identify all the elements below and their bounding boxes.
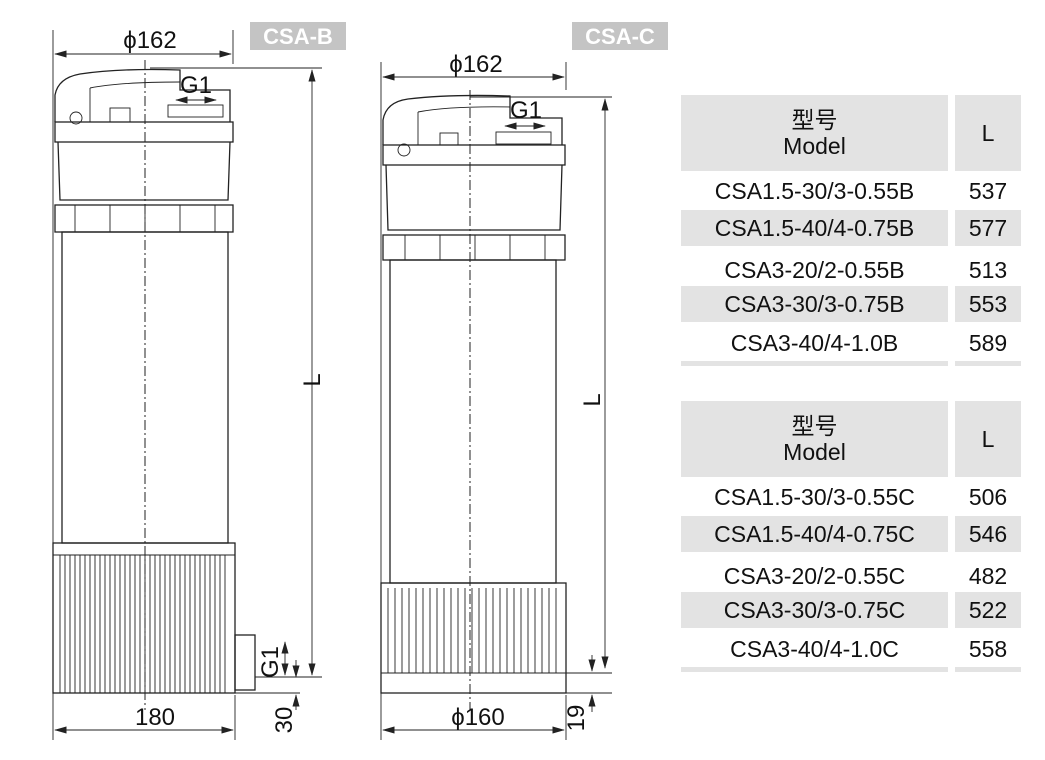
csa-b-drawing: CSA-B ϕ162 G1 L G1 30 <box>52 22 346 740</box>
csa-b-length-label: L <box>299 373 326 386</box>
l-cell: 558 <box>968 635 1008 662</box>
csa-c-bottom-offset: 19 <box>563 705 590 732</box>
table-row: CSA3-40/4-1.0B 589 <box>681 325 1021 361</box>
table-row: CSA3-40/4-1.0C 558 <box>681 631 1021 667</box>
csa-b-base-width: 180 <box>135 704 175 731</box>
table-row: CSA3-20/2-0.55B 513 <box>681 252 1021 288</box>
csa-b-bottom-offset: 30 <box>271 707 298 734</box>
csa-b-side-outlet: G1 <box>257 646 284 678</box>
l-cell: 522 <box>955 592 1021 628</box>
model-cell: CSA1.5-30/3-0.55B <box>714 177 915 204</box>
model-cell: CSA1.5-40/4-0.75B <box>681 210 948 246</box>
l-cell: 482 <box>968 562 1008 589</box>
model-cell: CSA3-20/2-0.55C <box>723 562 906 589</box>
csa-c-drawing: CSA-C ϕ162 G1 L 19 ϕ160 <box>380 22 668 740</box>
l-cell: 589 <box>968 329 1008 356</box>
header-model-en: Model <box>783 133 846 159</box>
l-cell: 553 <box>955 286 1021 322</box>
model-cell: CSA3-30/3-0.75C <box>681 592 948 628</box>
csa-c-outlet-label: G1 <box>510 97 542 124</box>
header-l: L <box>955 95 1021 171</box>
l-cell: 513 <box>968 256 1008 283</box>
l-cell: 546 <box>955 516 1021 552</box>
table-row: CSA1.5-30/3-0.55C 506 <box>681 479 1021 515</box>
l-cell: 537 <box>968 177 1008 204</box>
model-cell: CSA1.5-40/4-0.75C <box>681 516 948 552</box>
csa-b-top-diameter: ϕ162 <box>123 27 176 54</box>
model-cell: CSA3-20/2-0.55B <box>724 256 905 283</box>
model-cell: CSA1.5-30/3-0.55C <box>714 483 915 510</box>
model-cell: CSA3-40/4-1.0B <box>730 329 899 356</box>
l-cell: 506 <box>968 483 1008 510</box>
header-l: L <box>955 401 1021 477</box>
header-model-en: Model <box>783 439 846 465</box>
csa-b-tag: CSA-B <box>263 24 333 49</box>
header-model-cn: 型号 <box>791 107 838 133</box>
csa-c-tag: CSA-C <box>585 24 655 49</box>
table-row: CSA1.5-30/3-0.55B 537 <box>681 173 1021 209</box>
csa-c-top-diameter: ϕ162 <box>449 51 502 78</box>
csa-c-base-diameter: ϕ160 <box>451 704 504 731</box>
csa-b-tag-bg <box>250 22 346 50</box>
model-cell: CSA3-40/4-1.0C <box>730 635 899 662</box>
csa-c-length-label: L <box>579 393 606 406</box>
model-cell: CSA3-30/3-0.75B <box>681 286 948 322</box>
table-row: CSA3-20/2-0.55C 482 <box>681 558 1021 594</box>
csa-b-outlet-label: G1 <box>180 72 212 99</box>
header-model-cn: 型号 <box>791 413 838 439</box>
l-cell: 577 <box>955 210 1021 246</box>
